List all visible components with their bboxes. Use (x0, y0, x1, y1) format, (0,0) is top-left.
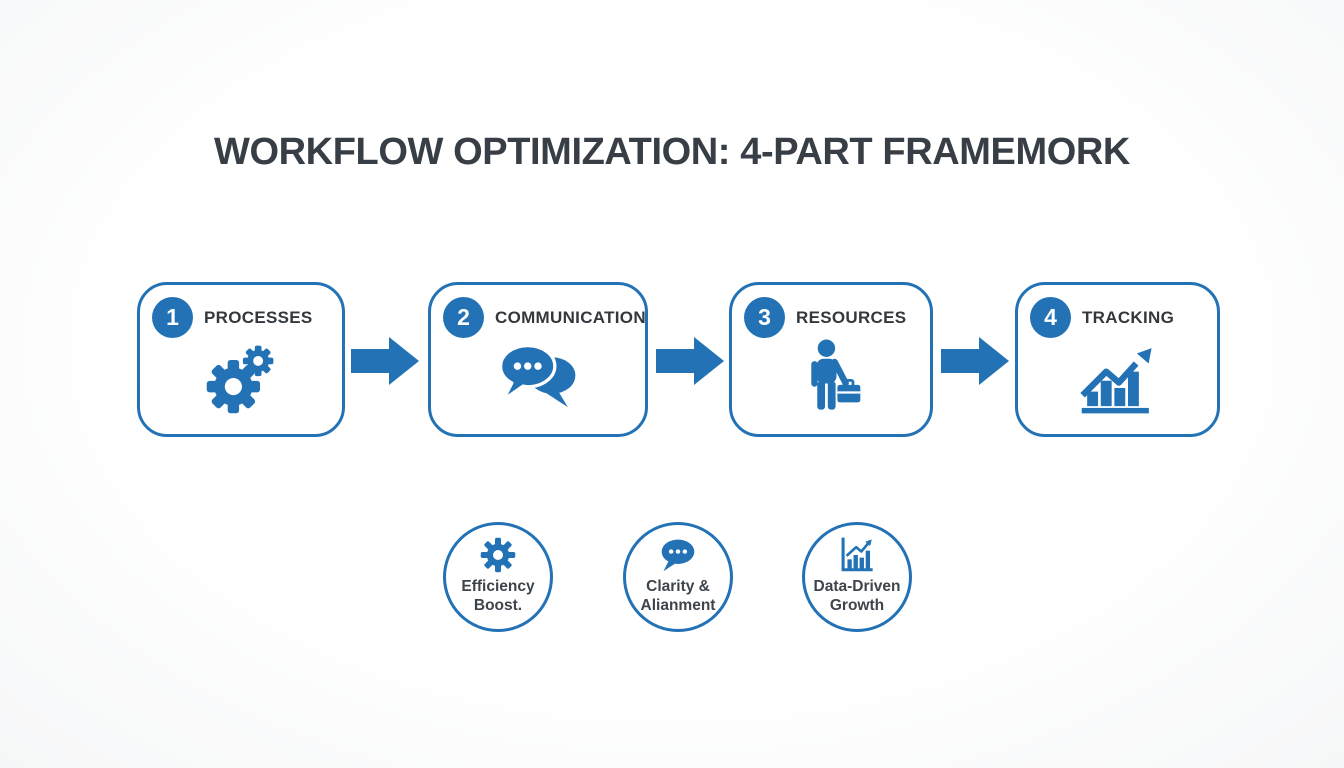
step-number-badge: 1 (152, 297, 193, 338)
growth-chart-icon (805, 535, 909, 575)
step-box-resources: 3 RESOURCES (729, 282, 933, 437)
benefit-circle-efficiency: Efficiency Boost. (443, 522, 553, 632)
step-box-tracking: 4 TRACKING (1015, 282, 1220, 437)
step-label: PROCESSES (204, 308, 313, 327)
gears-icon (201, 339, 281, 419)
step-number-badge: 2 (443, 297, 484, 338)
benefit-label: Data-Driven Growth (805, 577, 909, 615)
benefit-label: Clarity & Alianment (626, 577, 730, 615)
step-label: TRACKING (1082, 308, 1175, 327)
benefit-label-line1: Clarity & (646, 578, 710, 595)
arrow-right-icon (941, 337, 1009, 385)
bar-chart-arrow-icon (1079, 339, 1157, 417)
step-number-badge: 4 (1030, 297, 1071, 338)
benefit-label-line2: Growth (829, 597, 885, 614)
step-label: RESOURCES (796, 308, 907, 327)
chat-bubble-icon (626, 535, 730, 575)
page-title: WORKFLOW OPTIMIZATION: 4-PART FRAMEMORK (214, 131, 1130, 173)
step-number-badge: 3 (744, 297, 785, 338)
arrow-right-icon (656, 337, 724, 385)
benefit-label-line2: Boost. (473, 597, 523, 614)
benefit-label-line1: Efficiency (461, 578, 535, 595)
benefit-label-line2: Alianment (640, 597, 716, 614)
gear-icon (446, 535, 550, 575)
benefit-circle-growth: Data-Driven Growth (802, 522, 912, 632)
person-briefcase-icon (798, 339, 864, 418)
chat-bubbles-icon (495, 339, 581, 412)
step-box-processes: 1 PROCESSES (137, 282, 345, 437)
step-box-communication: 2 COMMUNICATION (428, 282, 648, 437)
benefit-label-line1: Data-Driven (813, 578, 901, 595)
step-label: COMMUNICATION (495, 308, 646, 327)
benefit-label: Efficiency Boost. (446, 577, 550, 615)
arrow-right-icon (351, 337, 419, 385)
benefit-circle-clarity: Clarity & Alianment (623, 522, 733, 632)
